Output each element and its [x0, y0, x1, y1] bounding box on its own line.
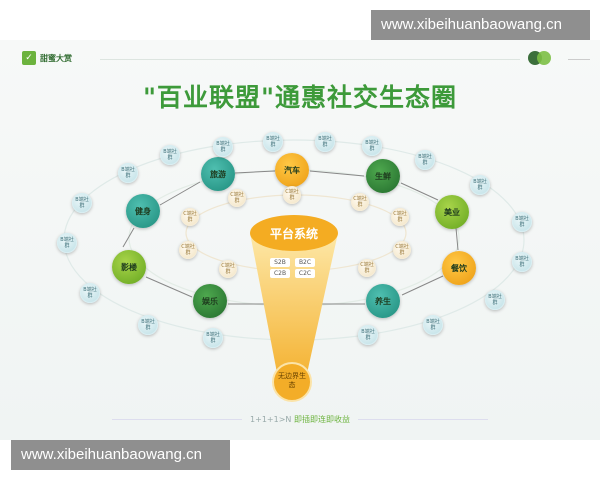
b-community-node: B端社群 [57, 233, 77, 253]
model-tag: S2B [270, 258, 290, 267]
footer-slogan: 即插即连即收益 [293, 415, 350, 424]
footer-line [112, 419, 243, 420]
industry-node: 美业 [435, 195, 469, 229]
c-community-node: C端社群 [228, 189, 246, 207]
b-community-node: B端社群 [512, 252, 532, 272]
b-community-node: B端社群 [203, 328, 223, 348]
b-community-node: B端社群 [423, 315, 443, 335]
b-community-node: B端社群 [485, 290, 505, 310]
b-community-node: B端社群 [138, 315, 158, 335]
industry-node: 影楼 [112, 250, 146, 284]
header-decoration-icon [528, 51, 552, 65]
b-community-node: B端社群 [358, 325, 378, 345]
page-title: "百业联盟"通惠社交生态圈 [142, 83, 458, 112]
industry-node: 餐饮 [442, 251, 476, 285]
b-community-node: B端社群 [72, 193, 92, 213]
c-community-node: C端社群 [393, 241, 411, 259]
b-community-node: B端社群 [263, 132, 283, 152]
header-divider-right [568, 59, 590, 60]
model-tag: C2B [270, 269, 290, 278]
c-community-node: C端社群 [179, 241, 197, 259]
c-community-node: C端社群 [219, 260, 237, 278]
logo-text: 甜蜜大赏 [40, 53, 72, 63]
c-community-node: C端社群 [283, 186, 301, 204]
b-community-node: B端社群 [415, 150, 435, 170]
model-tag: C2C [295, 269, 315, 278]
center-title: 平台系统 [269, 227, 318, 241]
industry-node: 汽车 [275, 153, 309, 187]
b-community-node: B端社群 [160, 145, 180, 165]
model-tag: B2C [295, 258, 315, 267]
watermark-bottom: www.xibeihuanbaowang.cn [11, 440, 230, 470]
c-community-node: C端社群 [351, 193, 369, 211]
c-community-node: C端社群 [358, 259, 376, 277]
industry-node: 养生 [366, 284, 400, 318]
b-community-node: B端社群 [315, 132, 335, 152]
b-community-node: B端社群 [470, 175, 490, 195]
c-community-node: C端社群 [391, 208, 409, 226]
b-community-node: B端社群 [80, 283, 100, 303]
b-community-node: B端社群 [213, 137, 233, 157]
logo-icon: ✓ [22, 51, 36, 65]
header-divider [100, 59, 520, 60]
footer: 1+1+1>N 即插即连即收益 [0, 414, 600, 425]
footer-formula: 1+1+1>N [250, 415, 292, 424]
industry-node: 健身 [126, 194, 160, 228]
b-community-node: B端社群 [362, 136, 382, 156]
industry-node: 娱乐 [193, 284, 227, 318]
b-community-node: B端社群 [512, 212, 532, 232]
logo: ✓ 甜蜜大赏 [22, 51, 72, 65]
watermark-top: www.xibeihuanbaowang.cn [371, 10, 590, 40]
funnel-bottom-label: 无边界生态 [278, 372, 306, 389]
industry-node: 生鲜 [366, 159, 400, 193]
industry-node: 旅游 [201, 157, 235, 191]
b-community-node: B端社群 [118, 163, 138, 183]
c-community-node: C端社群 [181, 208, 199, 226]
